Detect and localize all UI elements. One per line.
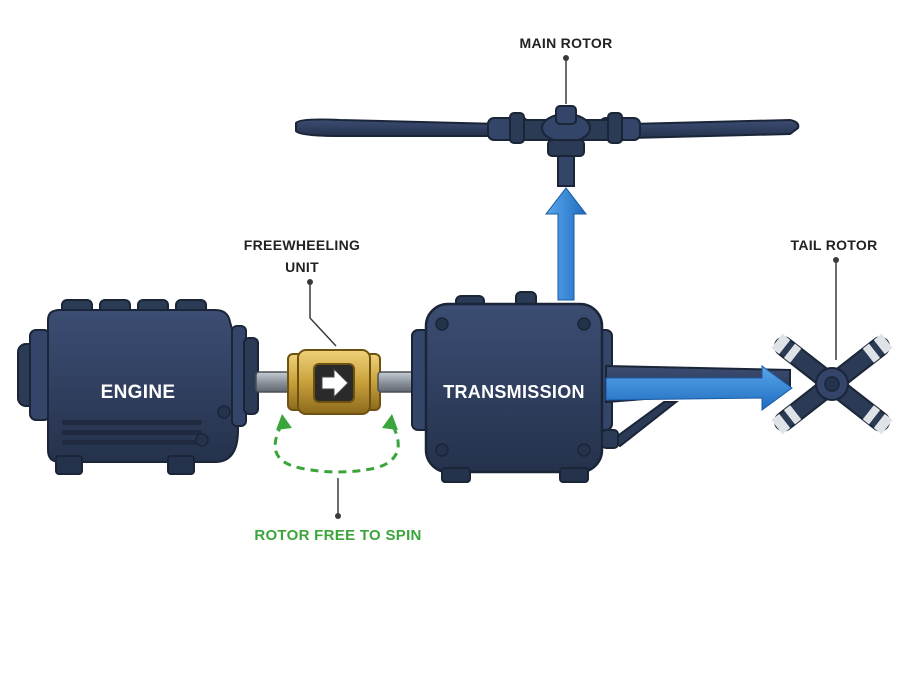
arrow-right-icon <box>321 367 349 399</box>
transmission-label: TRANSMISSION <box>443 382 585 402</box>
power-arrow-up <box>544 187 588 301</box>
transmission <box>411 291 613 483</box>
tail-rotor <box>771 333 893 435</box>
freewheeling-label-line2: UNIT <box>285 259 319 275</box>
main-rotor <box>295 105 800 187</box>
main-rotor-blade-left <box>295 118 501 137</box>
main-rotor-hub <box>487 105 641 187</box>
free-spin-indicator <box>273 414 400 474</box>
engine-label: ENGINE <box>101 382 176 403</box>
engine <box>17 299 259 475</box>
main-rotor-blade-right <box>631 118 800 140</box>
tail-rotor-label: TAIL ROTOR <box>791 237 878 253</box>
leader-lines <box>307 55 839 519</box>
freewheeling-unit <box>287 349 381 415</box>
main-rotor-label: MAIN ROTOR <box>520 35 613 51</box>
power-arrow-tail <box>605 365 793 411</box>
freewheeling-label-line1: FREEWHEELING <box>244 237 360 253</box>
rotor-free-label: ROTOR FREE TO SPIN <box>254 527 421 544</box>
